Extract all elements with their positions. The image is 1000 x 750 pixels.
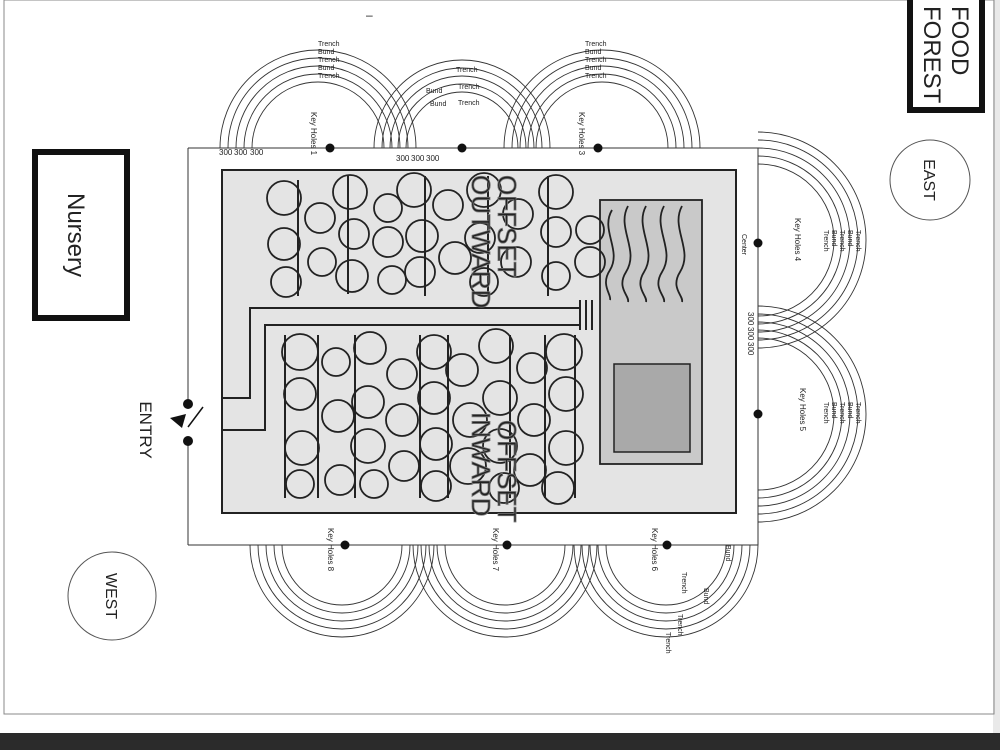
bund-label: Bund	[830, 402, 837, 418]
key-holes-4-label: Key Holes 4	[793, 218, 802, 262]
key-holes-8-label: Key Holes 8	[326, 528, 335, 572]
keyhole-ring-6	[573, 545, 759, 638]
food-forest-title-line2: FOREST	[918, 6, 945, 104]
key-holes-1-label: Key Holes 1	[309, 112, 318, 156]
east-compass-circle	[889, 139, 971, 221]
dimension-300: 300	[234, 148, 248, 157]
trench-label: Trench	[664, 632, 671, 654]
top-dash-mark: –	[366, 8, 373, 22]
trench-label: Trench	[458, 100, 480, 107]
key-holes-5-label: Key Holes 5	[798, 388, 807, 432]
bund-label: Bund	[702, 588, 709, 604]
earthwork-labels-bottom: Bund Trench Bund Trench Trench	[664, 545, 731, 654]
dimension-300: 300	[426, 154, 440, 163]
bund-label: Bund	[430, 101, 446, 108]
key-holes-6-label: Key Holes 6	[650, 528, 659, 572]
top-keyhole-rings	[219, 49, 701, 148]
bund-label: Bund	[846, 230, 853, 246]
trench-label: Trench	[854, 230, 861, 252]
page-frame	[3, 0, 995, 715]
offset-outward-line2: OUTWARD	[466, 175, 496, 308]
right-keyhole-rings	[758, 131, 867, 523]
entry-gate	[170, 399, 204, 446]
offset-inward-line1: OFFSET	[492, 420, 522, 523]
trench-label: Trench	[456, 67, 478, 74]
nursery-label: Nursery	[62, 193, 89, 277]
bund-label: Bund	[830, 230, 837, 246]
trench-label: Trench	[585, 73, 607, 80]
trench-label: Trench	[585, 57, 607, 64]
dimension-300: 300	[250, 148, 264, 157]
trench-label: Trench	[676, 614, 683, 636]
east-label: EAST	[920, 159, 937, 201]
offset-overlay-text: OFFSET OUTWARD OFFSET INWARD	[466, 175, 523, 523]
keyhole-labels: Key Holes 1 Key Holes 3 Key Holes 4 Key …	[309, 112, 807, 572]
earthwork-labels-top: Trench Bund Trench Bund Trench Trench Bu…	[318, 41, 607, 108]
bottom-toolbar-bar	[0, 733, 1000, 750]
keyhole-ring-4	[758, 131, 867, 349]
bund-label: Bund	[318, 65, 334, 72]
trench-label: Trench	[838, 402, 845, 424]
trench-label: Trench	[318, 41, 340, 48]
key-holes-7-label: Key Holes 7	[491, 528, 500, 572]
keyhole-centers	[325, 143, 763, 550]
page-edge-strip	[993, 0, 1000, 733]
dimension-300: 300	[746, 342, 755, 356]
keyhole-ring-8	[249, 545, 435, 638]
pond-deep-section	[613, 363, 691, 453]
bund-label: Bund	[318, 49, 334, 56]
offset-outward-line1: OFFSET	[492, 175, 522, 278]
dimension-300: 300	[411, 154, 425, 163]
garden-paths	[222, 300, 593, 431]
dimension-300: 300	[746, 312, 755, 326]
keyhole-ring-7	[412, 545, 598, 638]
trench-label: Trench	[854, 402, 861, 424]
earthwork-labels-right: Trench Bund Trench Bund Trench Trench Bu…	[822, 230, 861, 424]
trench-label: Trench	[318, 73, 340, 80]
site-boundary	[187, 147, 759, 546]
center-label: Center	[740, 234, 747, 256]
keyhole-ring-1	[219, 49, 417, 148]
keyhole-ring-5	[758, 305, 867, 523]
bund-label: Bund	[724, 545, 731, 561]
water-waves	[605, 205, 686, 303]
bund-label: Bund	[585, 65, 601, 72]
trench-label: Trench	[822, 402, 829, 424]
dimension-300: 300	[219, 148, 233, 157]
keyhole-ring-2	[373, 59, 551, 148]
trench-label: Trench	[585, 41, 607, 48]
trench-label: Trench	[680, 572, 687, 594]
keyhole-ring-3	[503, 49, 701, 148]
bottom-keyhole-rings	[249, 545, 759, 638]
tree-canopies	[266, 172, 606, 505]
dimension-300: 300	[396, 154, 410, 163]
food-forest-title-line1: FOOD	[946, 6, 973, 75]
key-holes-3-label: Key Holes 3	[577, 112, 586, 156]
trench-label: Trench	[318, 57, 340, 64]
trench-label: Trench	[458, 84, 480, 91]
offset-inward-line2: INWARD	[466, 412, 496, 516]
nursery-box	[32, 149, 130, 321]
west-label: WEST	[102, 573, 119, 619]
west-compass-circle	[67, 551, 157, 641]
bund-label: Bund	[585, 49, 601, 56]
bund-label: Bund	[426, 88, 442, 95]
trench-label: Trench	[822, 230, 829, 252]
food-forest-title-box	[907, 0, 985, 113]
dimension-marks: 300 300 300 300 300 300 300 300 300	[219, 148, 755, 356]
entry-label: ENTRY	[136, 401, 155, 458]
trench-label: Trench	[838, 230, 845, 252]
dimension-300: 300	[746, 327, 755, 341]
bund-label: Bund	[846, 402, 853, 418]
